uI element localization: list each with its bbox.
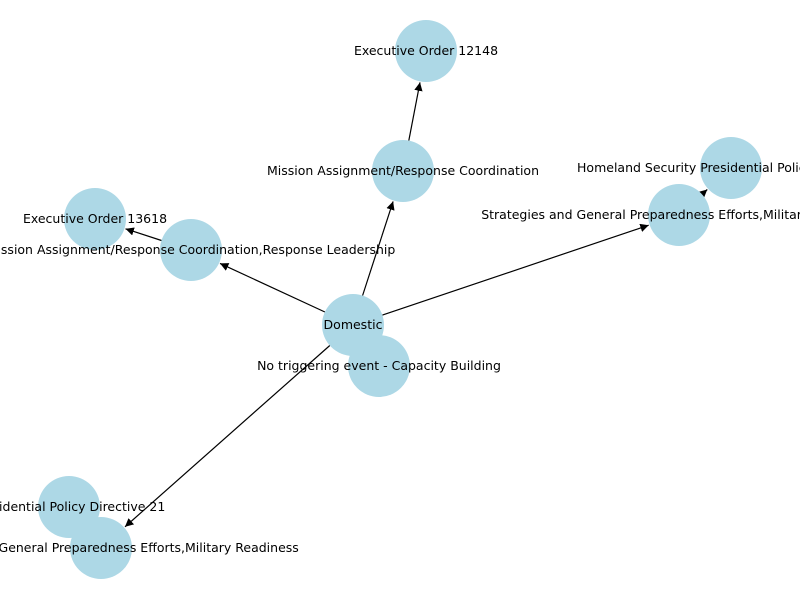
node-strategies-preparedness-top[interactable] bbox=[648, 184, 710, 246]
label-strategies-preparedness-top: Strategies and General Preparedness Effo… bbox=[481, 207, 800, 222]
node-mission-assignment[interactable] bbox=[372, 140, 434, 202]
nodes-layer bbox=[38, 20, 762, 579]
label-executive-order-13618: Executive Order 13618 bbox=[23, 211, 167, 226]
node-homeland-security-directive[interactable] bbox=[700, 137, 762, 199]
label-mission-response-leadership: Mission Assignment/Response Coordination… bbox=[0, 242, 395, 257]
edge-domestic-to-strat_top bbox=[382, 223, 649, 316]
node-executive-order-13618[interactable] bbox=[64, 188, 126, 250]
node-mission-response-leadership[interactable] bbox=[160, 219, 222, 281]
edge-mission_lead-to-eo13618 bbox=[125, 227, 162, 242]
label-mission-assignment: Mission Assignment/Response Coordination bbox=[267, 163, 539, 178]
node-executive-order-12148[interactable] bbox=[395, 20, 457, 82]
labels-layer: Executive Order 12148 Mission Assignment… bbox=[0, 43, 800, 555]
edge-domestic-to-strat_bottom bbox=[124, 345, 331, 528]
edge-mission-to-eo12148 bbox=[408, 82, 423, 141]
label-strategies-preparedness-bottom: Strategies and General Preparedness Effo… bbox=[0, 540, 299, 555]
label-no-triggering-event: No triggering event - Capacity Building bbox=[257, 358, 501, 373]
edge-domestic-to-mission_lead bbox=[219, 262, 326, 313]
node-strategies-preparedness-bottom[interactable] bbox=[70, 517, 132, 579]
label-homeland-security-directive: Homeland Security Presidential Policy Di… bbox=[577, 160, 800, 175]
label-presidential-policy-directive-21: Presidential Policy Directive 21 bbox=[0, 499, 165, 514]
node-no-triggering-event[interactable] bbox=[348, 335, 410, 397]
edges-layer bbox=[124, 82, 708, 528]
label-domestic: Domestic bbox=[324, 317, 383, 332]
edge-domestic-to-mission bbox=[362, 201, 395, 296]
label-executive-order-12148: Executive Order 12148 bbox=[354, 43, 498, 58]
edge-strat_top-to-hspd bbox=[698, 189, 708, 199]
